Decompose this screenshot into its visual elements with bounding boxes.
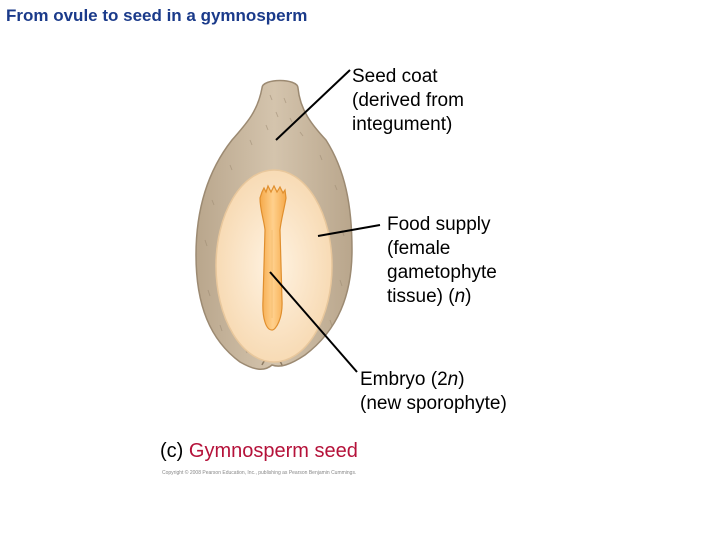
page-title: From ovule to seed in a gymnosperm [6,6,308,25]
embryo-leader [269,271,358,373]
food-supply-leader [317,224,381,237]
caption-text: Gymnosperm seed [188,440,358,462]
seed-coat-label: Seed coat (derived from integument) [352,66,464,135]
food-supply-label: Food supply (female gametophyte tissue) … [387,214,497,307]
caption-letter: (c) [160,440,184,462]
seed-coat-leader [275,69,351,141]
figure-caption: (c) Gymnosperm seed [160,440,358,463]
embryo-label: Embryo (2n) (new sporophyte) [360,369,507,414]
copyright-notice: Copyright © 2008 Pearson Education, Inc.… [162,470,357,476]
